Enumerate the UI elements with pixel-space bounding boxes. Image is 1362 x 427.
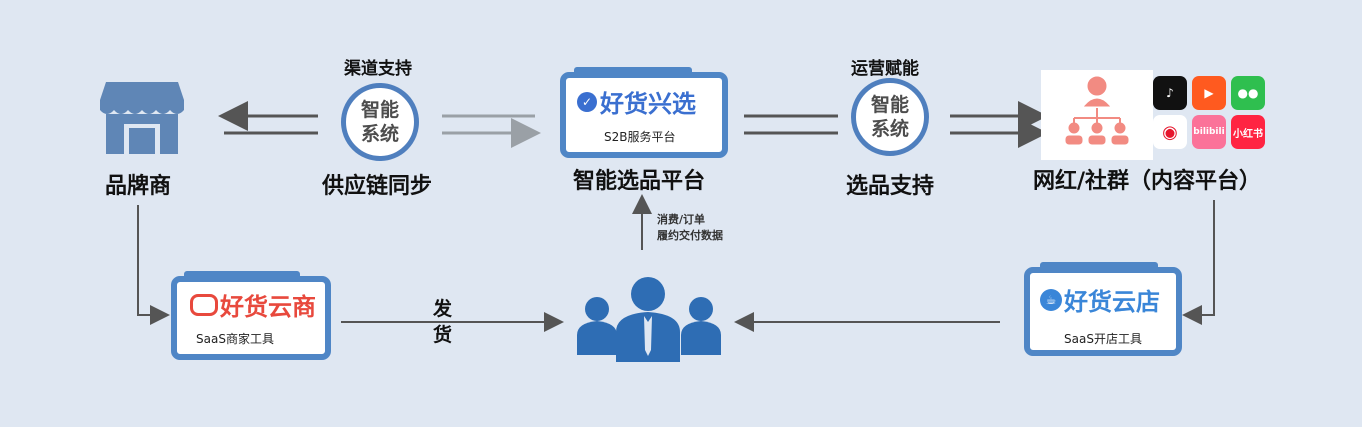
shop-card	[1024, 267, 1182, 356]
shop-logo-text: 好货云店	[1064, 288, 1160, 316]
cloud-icon	[190, 293, 218, 316]
data-flow-line-1: 消费/订单	[657, 213, 706, 226]
arrow-influencer-to-shop	[1182, 200, 1215, 325]
ops-bottom-label: 选品支持	[846, 174, 935, 199]
circle-line-2: 系统	[360, 123, 399, 145]
xiaohongshu-icon: 小红书	[1231, 115, 1265, 149]
ship-line-2: 货	[433, 324, 453, 346]
shop-sub: SaaS开店工具	[1064, 332, 1142, 346]
merchant-card-tab	[184, 271, 300, 279]
ship-label: 发 货	[433, 296, 452, 348]
wechat-icon: ●●	[1231, 76, 1265, 110]
ship-line-1: 发	[433, 298, 453, 320]
thumbs-up-icon: ✓	[577, 91, 597, 112]
merchant-logo: 好货云商	[190, 287, 316, 322]
ops-system-circle: 智能 系统	[851, 78, 929, 156]
data-flow-line-2: 履约交付数据	[657, 229, 723, 242]
tiktok-icon: ♪	[1153, 76, 1187, 110]
weibo-icon: ◉	[1153, 115, 1187, 149]
chef-icon: ☕	[1040, 288, 1062, 311]
merchant-card	[171, 276, 331, 360]
merchant-sub: SaaS商家工具	[196, 332, 274, 346]
platform-logo-text: 好货兴选	[600, 90, 696, 118]
influencer-title: 网红/社群（内容平台）	[1033, 169, 1262, 194]
platform-card-tab	[574, 67, 692, 75]
platform-title: 智能选品平台	[573, 169, 706, 194]
bilibili-icon: bilibili	[1192, 115, 1226, 149]
ops-top-label: 运营赋能	[851, 59, 919, 79]
channel-system-circle: 智能 系统	[341, 83, 419, 161]
kuaishou-icon: ▶	[1192, 76, 1226, 110]
circle-line-1: 智能	[870, 94, 909, 116]
platform-logo: ✓ 好货兴选	[577, 84, 696, 119]
arrow-brand-to-merchant	[137, 205, 170, 325]
platform-sub: S2B服务平台	[604, 130, 676, 144]
channel-bottom-label: 供应链同步	[322, 174, 433, 199]
channel-top-label: 渠道支持	[344, 59, 412, 79]
circle-line-1: 智能	[360, 99, 399, 121]
merchant-logo-text: 好货云商	[220, 293, 316, 321]
shop-logo: ☕ 好货云店	[1040, 282, 1160, 317]
data-flow-label: 消费/订单 履约交付数据	[657, 212, 723, 244]
brand-label: 品牌商	[105, 174, 172, 199]
circle-line-2: 系统	[870, 118, 909, 140]
shop-card-tab	[1040, 262, 1158, 270]
